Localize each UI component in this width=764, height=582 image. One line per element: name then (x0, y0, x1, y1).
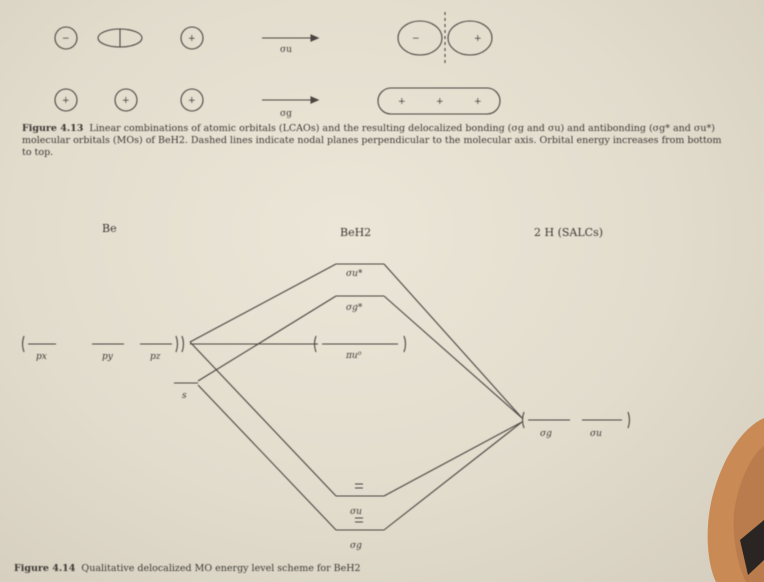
svg-text:+: + (122, 96, 130, 106)
sigma-u-lobe-left (397, 20, 443, 56)
be-p-label-1: px (36, 352, 47, 362)
column-label-be: Be (102, 222, 117, 235)
mo-label-sigma-u-star: σu* (346, 269, 363, 279)
mo-label-sigma-u: σu (350, 507, 362, 517)
mo-label-sigma-g-star: σg* (346, 303, 363, 313)
h-orbital-2 (180, 26, 204, 50)
svg-text:+: + (188, 34, 196, 44)
figure-414-label: Figure 4.14 (14, 563, 76, 574)
mo-label-sigma-g: σg (350, 541, 362, 551)
svg-text:+: + (398, 97, 406, 107)
mo-label-nonbonding: πu⁰ (345, 351, 362, 361)
h-orbital-3 (54, 88, 78, 112)
h-orbital-1 (54, 26, 78, 50)
be-p-label-3: pz (150, 352, 161, 362)
arrow-label-bottom: σg (280, 109, 292, 119)
svg-text:−: − (62, 34, 70, 44)
sigma-g-orbital (377, 87, 501, 115)
figure-413-text: Linear combinations of atomic orbitals (… (22, 123, 722, 158)
svg-text:+: + (474, 34, 482, 44)
h-orbital-4 (180, 88, 204, 112)
be-p-label-2: py (102, 352, 114, 362)
svg-text:+: + (436, 97, 444, 107)
arrow-label-top: σu (280, 45, 292, 55)
be-s-label: s (182, 391, 187, 401)
column-label-beh2: BeH2 (340, 226, 372, 239)
sigma-u-lobe-right (447, 20, 493, 56)
figure-414-text: Qualitative delocalized MO energy level … (81, 563, 361, 574)
figure-414-caption: Figure 4.14 Qualitative delocalized MO en… (14, 563, 734, 575)
svg-text:−: − (412, 34, 420, 44)
s-orbital (114, 88, 138, 112)
svg-text:+: + (188, 96, 196, 106)
svg-text:+: + (474, 97, 482, 107)
h-label-1: σg (540, 429, 552, 439)
column-label-2h: 2 H (SALCs) (534, 226, 604, 239)
h-label-2: σu (590, 429, 602, 439)
svg-text:+: + (62, 96, 70, 106)
figure-413-label: Figure 4.13 (22, 123, 84, 134)
